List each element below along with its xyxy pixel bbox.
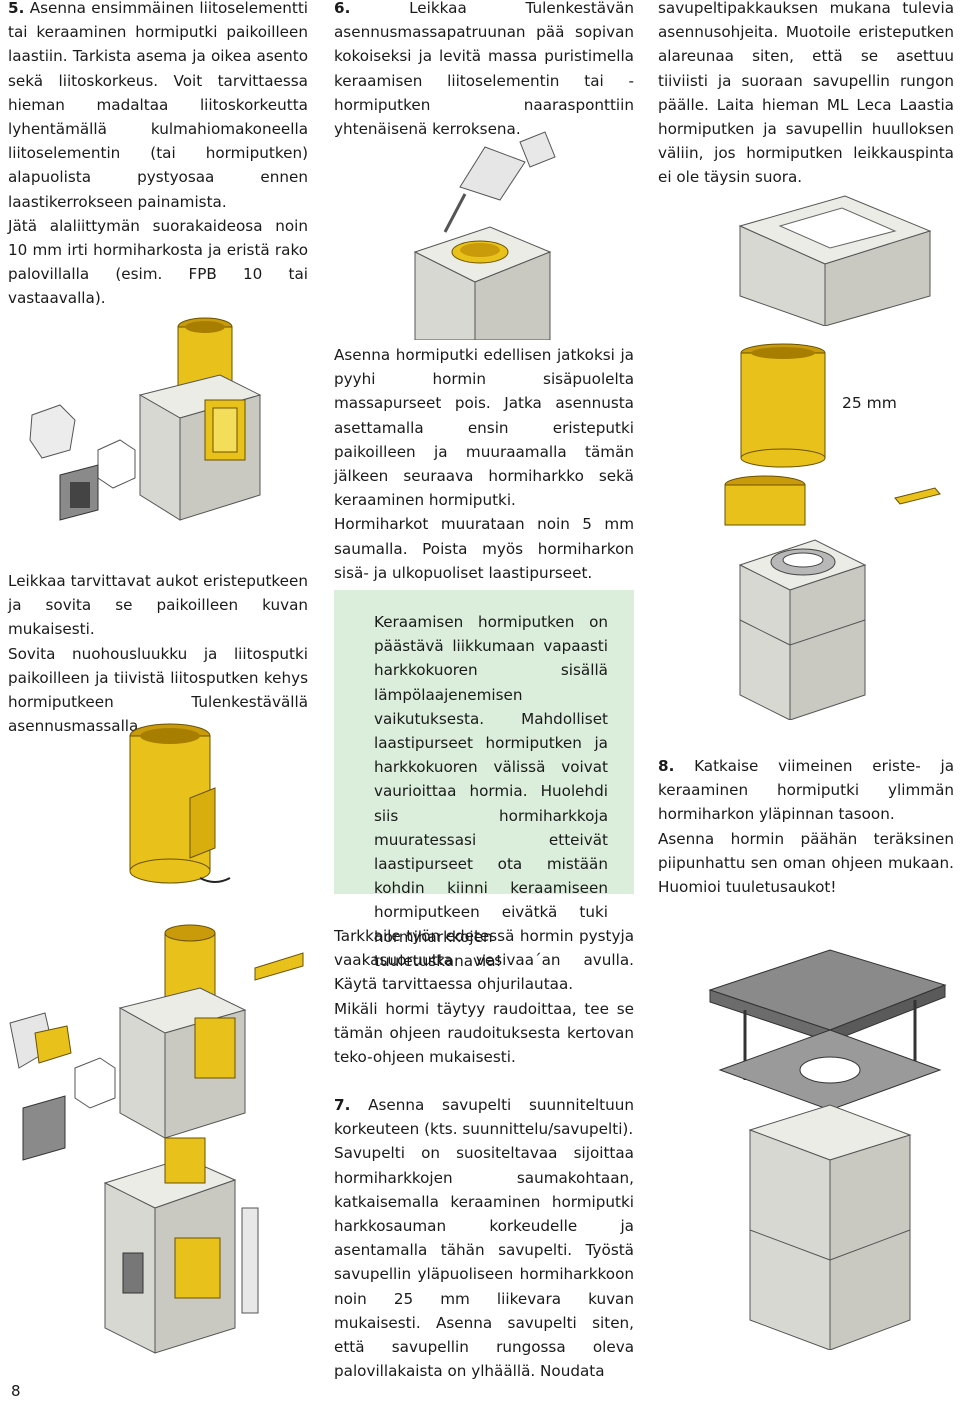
note-text: Keraamisen hormiputken on päästävä liikk… xyxy=(374,613,608,970)
step6-paragraph-3: Hormiharkot muurataan noin 5 mm saumalla… xyxy=(334,515,634,582)
step5-number: 5. xyxy=(8,0,25,17)
page-number: 8 xyxy=(11,1382,21,1400)
step8-text: 8. Katkaise viimeinen eriste- ja keraami… xyxy=(658,754,954,899)
illustration-full-assembly xyxy=(9,924,304,1354)
illustration-chimney-cap xyxy=(708,949,947,1350)
step7-paragraph-2: Savupelti on suositeltavaa sijoittaa hor… xyxy=(334,1144,634,1381)
step8-body: Katkaise viimeinen eriste- ja keraaminen… xyxy=(658,757,955,824)
step7-body: Asenna savupelti suunniteltuun korkeutee… xyxy=(334,1096,634,1139)
step7-text: 7. Asenna savupelti suunniteltuun korkeu… xyxy=(334,1093,634,1383)
step6-paragraph-5: Mikäli hormi täytyy raudoittaa, tee se t… xyxy=(334,999,634,1067)
step6-text: 6. Leikkaa Tulenkestävän asennusmassapat… xyxy=(334,0,634,141)
illustration-damper-assembly xyxy=(724,475,941,720)
illustration-step5-assembly xyxy=(29,317,262,521)
step7-continued-text: savupeltipakkauksen mukana tulevia asenn… xyxy=(658,0,954,187)
illustration-cut-tube xyxy=(129,723,231,884)
step6-paragraph-4: Tarkkaile työn edetessä hormin pystyja v… xyxy=(334,927,634,994)
step8-number: 8. xyxy=(658,757,675,775)
step5-captions: Leikkaa tarvittavat aukot eristeputkeen … xyxy=(8,569,308,738)
step5-text: 5. Asenna ensimmäinen liitoselementti ta… xyxy=(8,0,308,311)
step5-paragraph-2: Jätä alaliittymän suorakaideosa noin 10 … xyxy=(8,216,308,308)
illustration-tube-25mm xyxy=(740,343,826,468)
step5-caption-1: Leikkaa tarvittavat aukot eristeputkeen … xyxy=(8,572,308,639)
step8-paragraph-2: Asenna hormin päähän teräksinen piipunha… xyxy=(658,829,954,897)
note-box: Keraamisen hormiputken on päästävä liikk… xyxy=(334,590,634,970)
step6-number: 6. xyxy=(334,0,351,17)
step6-continued: Asenna hormiputki edellisen jatkoksi ja … xyxy=(334,343,634,585)
illustration-block-top xyxy=(738,195,932,326)
step6-text-2: Tarkkaile työn edetessä hormin pystyja v… xyxy=(334,924,634,1069)
dimension-label-25mm: 25 mm xyxy=(842,394,897,412)
step7-continued: savupeltipakkauksen mukana tulevia asenn… xyxy=(658,0,954,190)
step5-caption-2: Sovita nuohousluukku ja liitosputki paik… xyxy=(8,644,308,736)
step6-paragraph-2: Asenna hormiputki edellisen jatkoksi ja … xyxy=(334,346,634,510)
step7-number: 7. xyxy=(334,1096,351,1114)
step6-body: Leikkaa Tulenkestävän asennusmassapatruu… xyxy=(334,0,635,139)
illustration-caulking-gun xyxy=(413,131,556,340)
step5-heading: Asenna ensimmäinen liitoselementti tai k… xyxy=(8,0,308,211)
